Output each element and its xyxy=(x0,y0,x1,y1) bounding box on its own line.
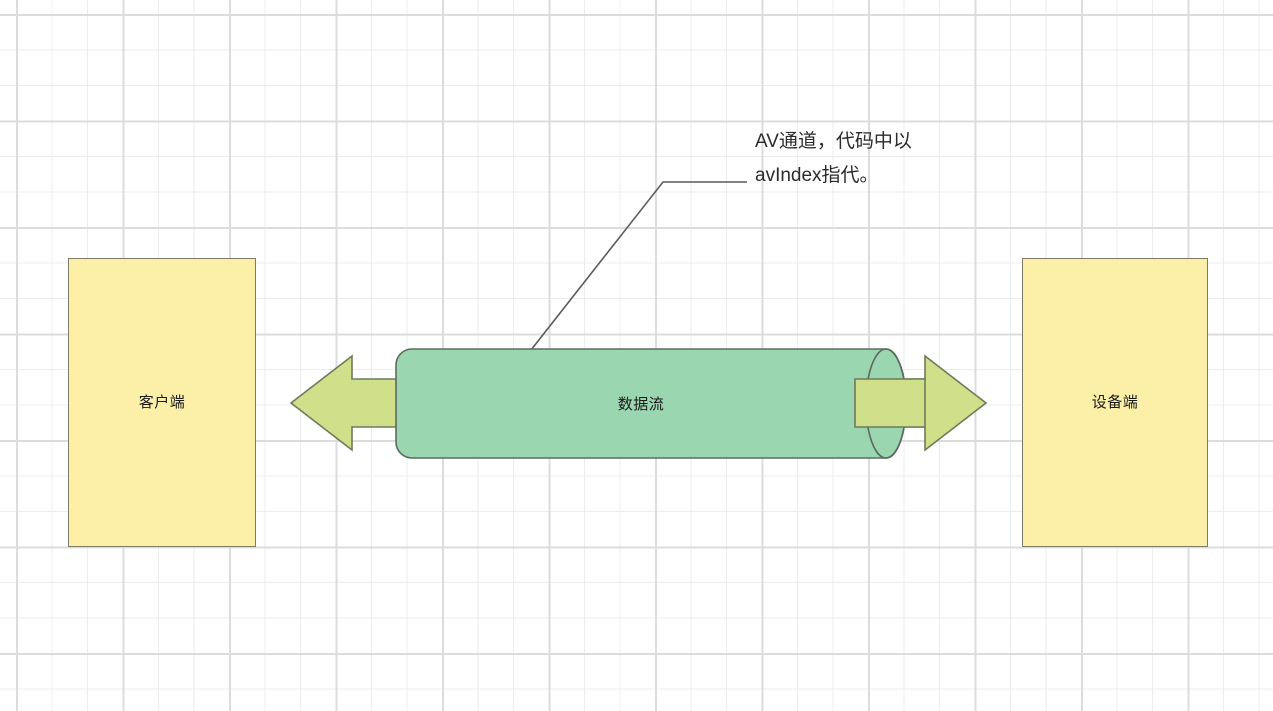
node-device[interactable]: 设备端 xyxy=(1022,258,1208,547)
annotation-leader-line xyxy=(530,181,747,351)
arrow-right-overlap xyxy=(854,378,926,428)
node-client-label: 客户端 xyxy=(138,393,186,411)
node-client[interactable]: 客户端 xyxy=(68,258,256,547)
annotation-av-channel: AV通道，代码中以avIndex指代。 xyxy=(755,131,912,186)
cylinder-datastream[interactable] xyxy=(395,348,907,459)
node-device-label: 设备端 xyxy=(1091,393,1139,411)
